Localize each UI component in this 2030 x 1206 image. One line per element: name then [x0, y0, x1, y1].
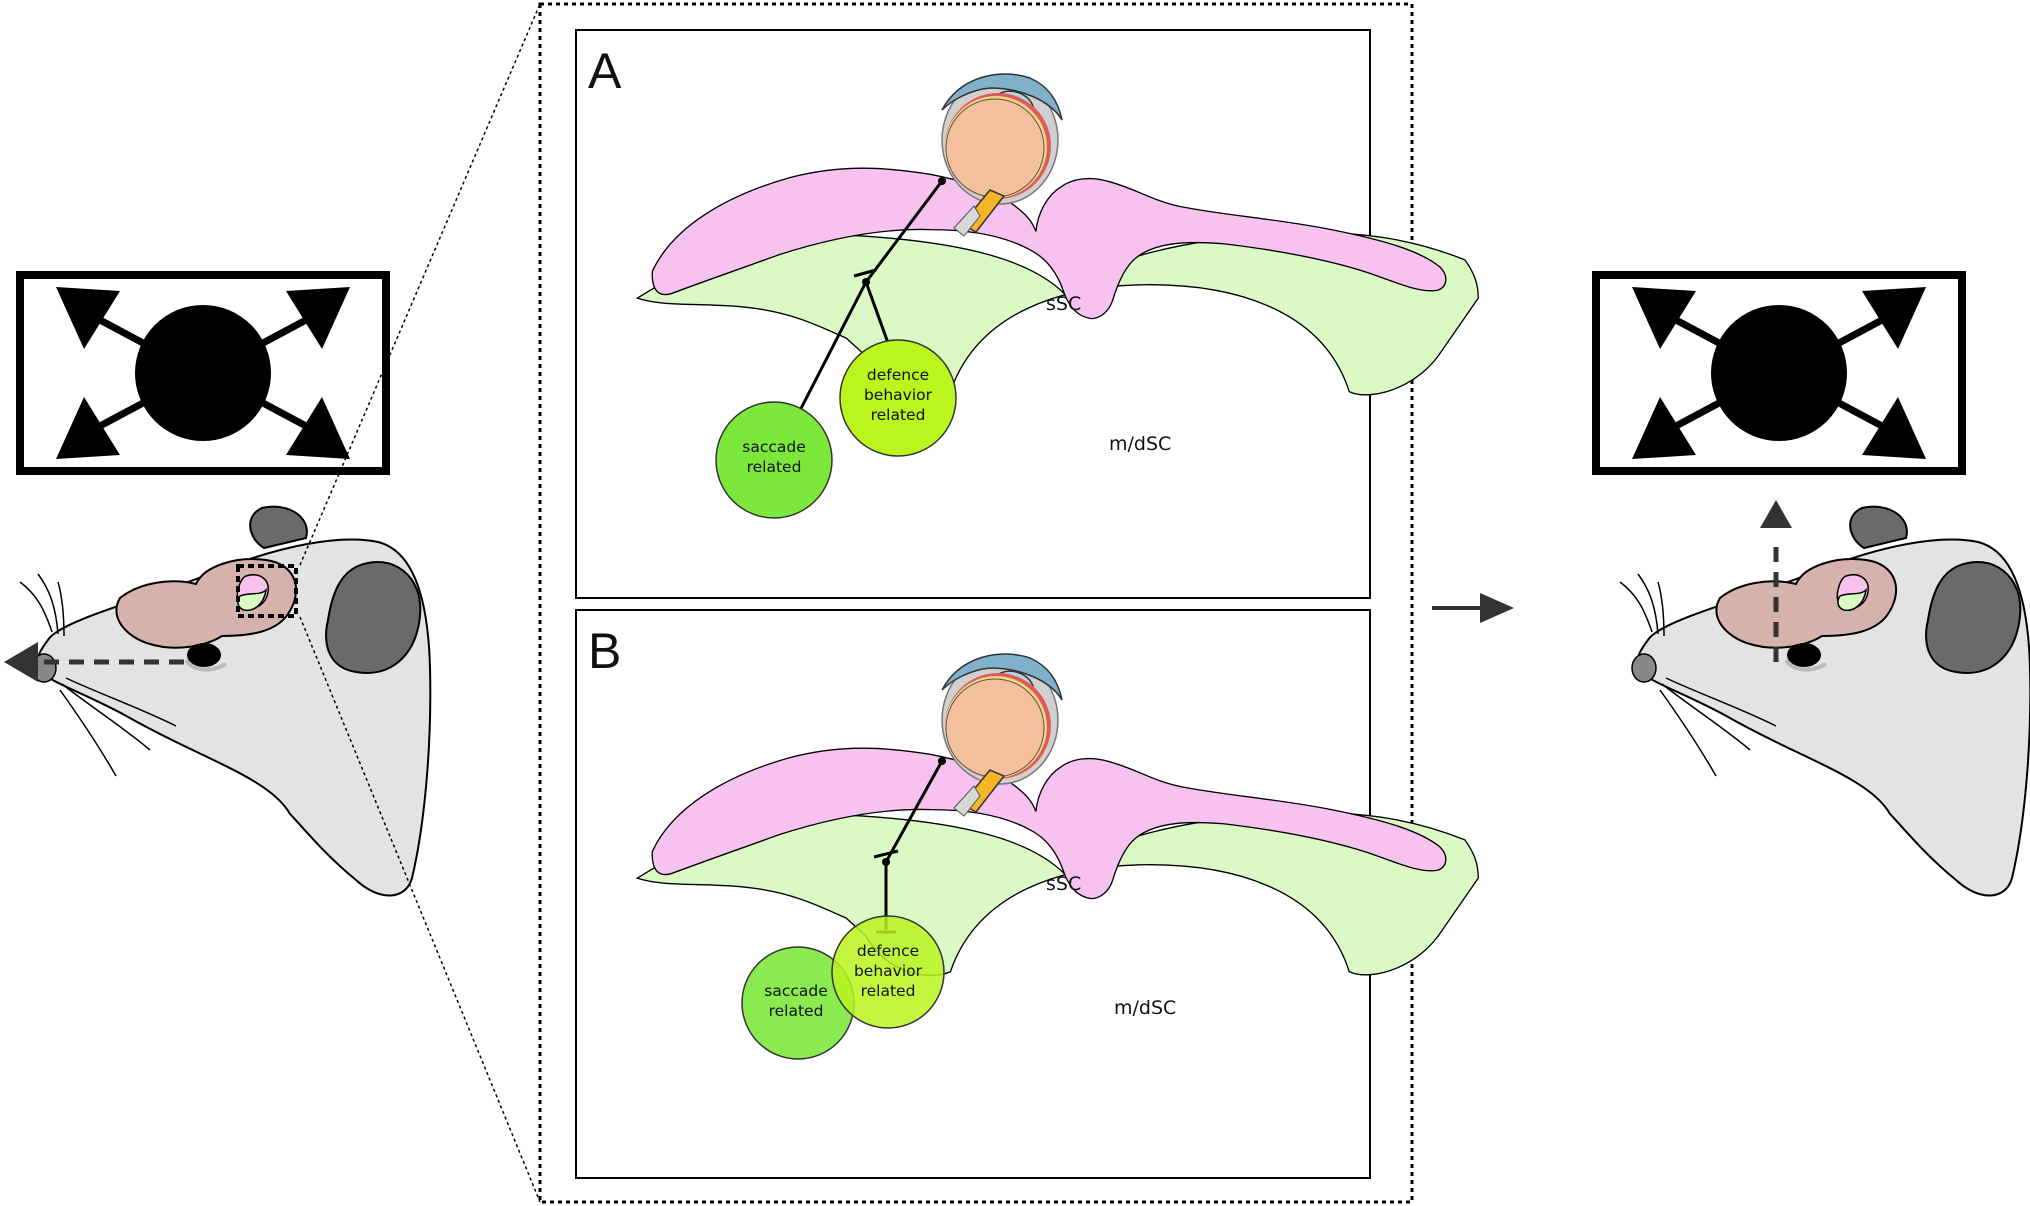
saccade-label-b-2: related [769, 1002, 824, 1020]
panel-a: A saccade related defence behavior relat… [575, 29, 1479, 599]
defence-zone-a [839, 339, 957, 457]
saccade-zone-a [715, 401, 833, 519]
mdsc-label-a: m/dSC [1109, 433, 1171, 455]
defence-label-a-1: defence [867, 366, 929, 384]
looming-stimulus-icon-left [20, 275, 386, 471]
transition-arrow-icon [1432, 593, 1514, 623]
saccade-label-a-2: related [747, 458, 802, 476]
saccade-label-b-1: saccade [764, 982, 828, 1000]
saccade-label-a-1: saccade [742, 438, 806, 456]
panel-b-letter: B [588, 623, 621, 679]
defence-label-b-2: behavior [854, 962, 923, 980]
zoom-frame [538, 2, 1414, 1204]
ssc-label-b: sSC [1046, 873, 1081, 895]
mdsc-label-b: m/dSC [1114, 997, 1176, 1019]
panel-b: B saccade related defence behavior relat… [575, 609, 1479, 1179]
mouse-head-icon-left [4, 504, 433, 898]
looming-stimulus-icon-right [1596, 275, 1962, 471]
ssc-label-a: sSC [1046, 293, 1081, 315]
defence-zone-b [831, 915, 945, 1029]
defence-label-b-3: related [861, 982, 916, 1000]
defence-label-a-2: behavior [864, 386, 933, 404]
defence-label-a-3: related [871, 406, 926, 424]
mouse-head-icon-right [1618, 500, 2030, 898]
panel-a-letter: A [588, 43, 622, 99]
defence-label-b-1: defence [857, 942, 919, 960]
